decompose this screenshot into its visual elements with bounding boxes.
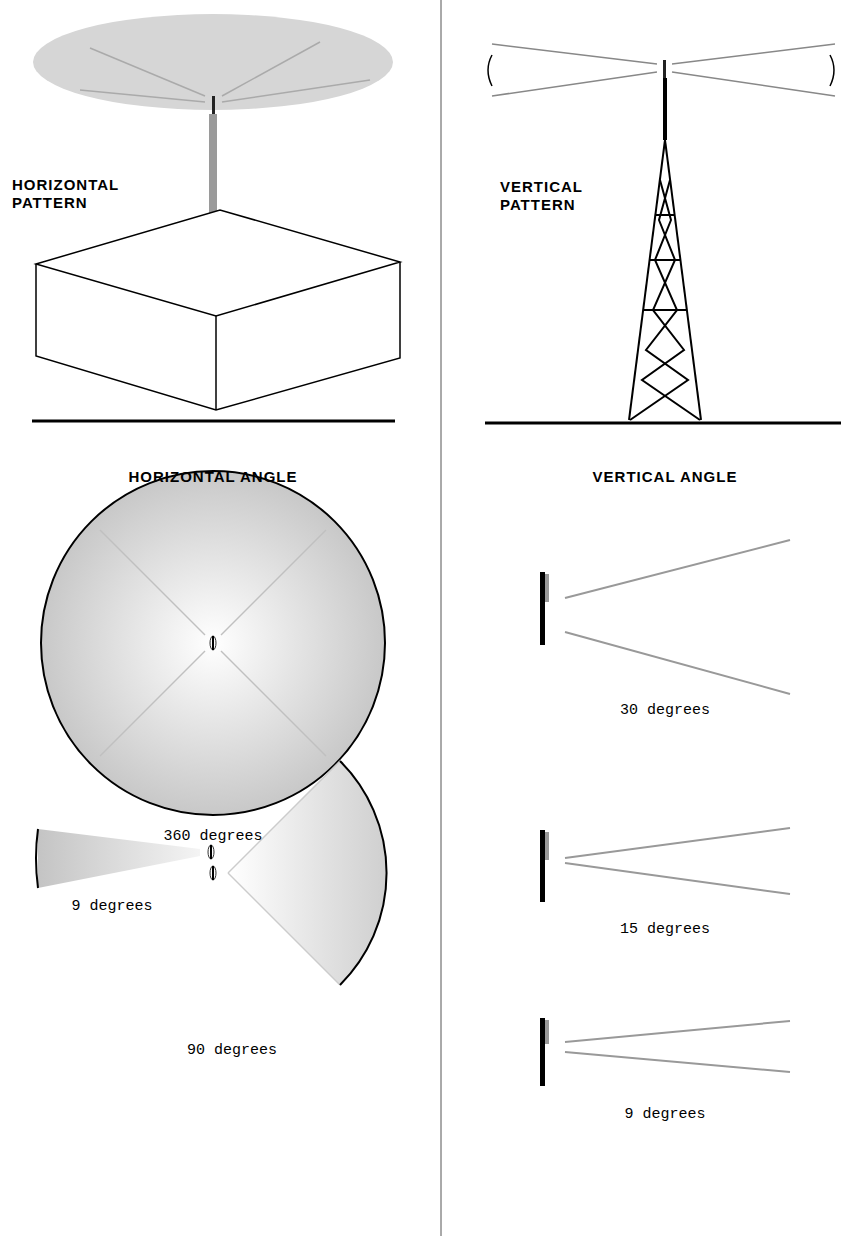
angle-value: 15 degrees — [620, 921, 710, 939]
angle-heading: VERTICAL ANGLE — [593, 468, 738, 486]
angle-value: 360 degrees — [163, 828, 262, 846]
pattern-heading: VERTICAL PATTERN — [500, 178, 610, 214]
horizontal-angle-figures — [36, 471, 387, 985]
angle-value: 90 degrees — [187, 1042, 277, 1060]
vertical-angle-figures — [540, 540, 790, 1086]
vertical-pattern-figure — [485, 44, 841, 423]
horizontal-pattern-figure — [32, 14, 400, 421]
angle-heading: HORIZONTAL ANGLE — [128, 468, 297, 486]
angle-value: 9 degrees — [624, 1106, 705, 1124]
divider — [441, 0, 442, 1236]
pattern-heading: HORIZONTAL PATTERN — [12, 176, 137, 212]
angle-value: 9 degrees — [71, 898, 152, 916]
angle-value: 30 degrees — [620, 702, 710, 720]
